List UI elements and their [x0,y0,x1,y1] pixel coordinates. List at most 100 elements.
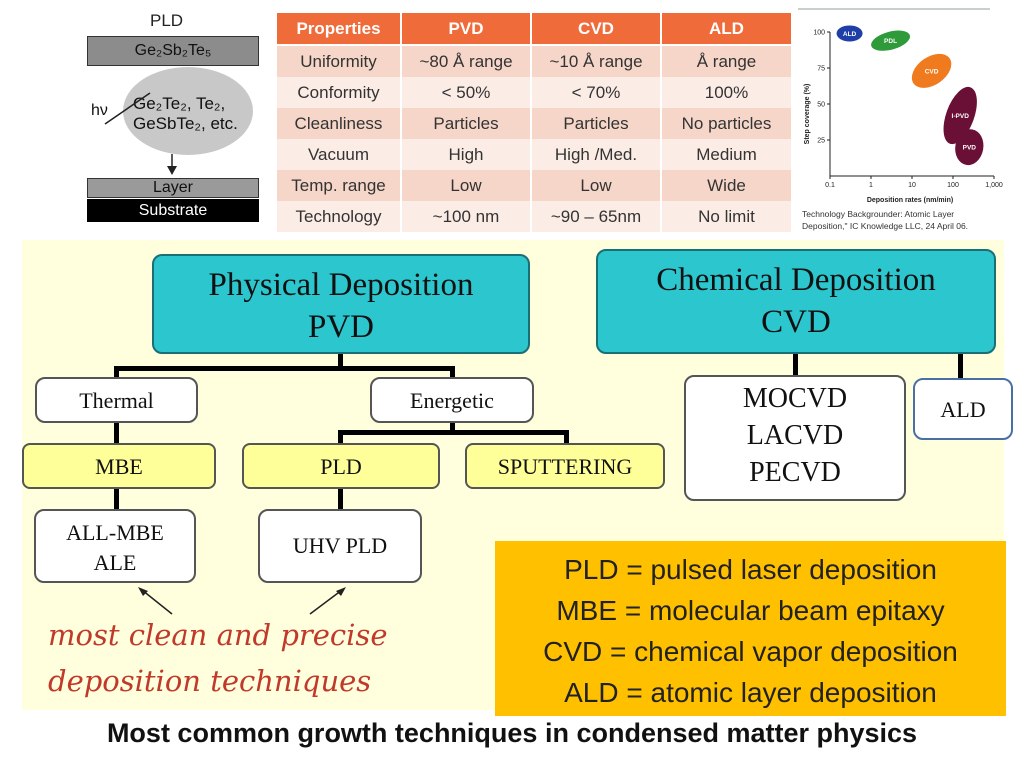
ald-box: ALD [913,378,1013,440]
connector-line [114,489,119,510]
table-cell: Uniformity [275,45,402,77]
table-cell: < 70% [530,77,662,108]
laser-beam-line [104,92,151,125]
chart-region-label: PDL [884,38,897,45]
connector-line [564,430,569,444]
all-mbe-label: ALL-MBE [66,520,164,545]
pld-hv-label: hν [91,102,108,119]
pecvd-label: PECVD [749,457,841,488]
table-cell: Conformity [275,77,402,108]
connector-line [338,354,343,368]
physical-deposition-box: Physical Deposition PVD [152,254,530,354]
chart-region-label: PVD [963,145,977,152]
chart-x-tick-label: 10 [908,182,916,189]
table-row: Vacuum High High /Med. Medium [275,139,793,170]
slide-caption: Most common growth techniques in condens… [106,718,918,748]
cvd-subtitle: CVD [761,304,831,340]
table-cell: Temp. range [275,170,402,201]
mocvd-label: MOCVD [742,383,848,414]
table-header: PVD [400,13,532,46]
connector-line [338,430,343,444]
connector-line [793,354,798,376]
pld-plume-ellipse [123,67,253,155]
table-cell: Technology [275,201,402,232]
chart-caption-line2: Deposition," IC Knowledge LLC, 24 April … [802,221,969,231]
table-cell: Å range [660,45,793,77]
cvd-methods-box: MOCVD LACVD PECVD [684,375,906,501]
table-cell: ~10 Å range [530,45,662,77]
table-cell: Low [400,170,532,201]
pld-substrate-bar: Substrate [87,199,259,222]
chart-y-tick-label: 75 [817,66,825,73]
arrow-to-all-mbe-icon [138,587,148,596]
chart-x-tick-label: 1,000 [985,182,1003,189]
table-row: Cleanliness Particles Particles No parti… [275,108,793,139]
note-line2: deposition techniques [48,664,372,698]
connector-line [114,423,119,444]
properties-table: Properties PVD CVD ALD Uniformity ~80 Å … [275,13,793,232]
chart-region-pdl [871,30,911,51]
thermal-box: Thermal [35,377,198,423]
chart-x-axis-label: Deposition rates (nm/min) [867,197,953,204]
arrow-to-all-mbe-shaft [141,589,173,615]
connector-line [450,423,455,432]
table-cell: Medium [660,139,793,170]
chart-source-caption: Technology Backgrounder: Atomic Layer De… [802,208,1022,232]
table-cell: Cleanliness [275,108,402,139]
table-row: Technology ~100 nm ~90 – 65nm No limit [275,201,793,232]
table-cell: ~80 Å range [400,45,532,77]
pvd-title: Physical Deposition [208,267,474,303]
table-row: Uniformity ~80 Å range ~10 Å range Å ran… [275,45,793,77]
table-cell: High /Med. [530,139,662,170]
legend-pld: PLD = pulsed laser deposition [564,554,937,585]
table-row: Temp. range Low Low Wide [275,170,793,201]
connector-line [338,489,343,510]
connector-line [958,354,963,379]
table-cell: No particles [660,108,793,139]
connector-line [450,366,455,378]
chart-x-tick-label: 100 [947,182,959,189]
uhv-pld-box: UHV PLD [258,509,422,583]
legend-cvd: CVD = chemical vapor deposition [543,636,958,667]
all-mbe-box: ALL-MBE ALE [34,509,196,583]
pld-box: PLD [242,443,440,489]
chart-region-label: ALD [843,31,857,38]
legend-ald: ALD = atomic layer deposition [564,677,937,708]
table-cell: ~100 nm [400,201,532,232]
table-cell: < 50% [400,77,532,108]
chart-x-tick-label: 0.1 [825,182,835,189]
pld-plume-text: Ge₂Te₂, Te₂, GeSbTe₂, etc. [133,94,238,134]
connector-line [338,430,568,435]
lacvd-label: LACVD [746,420,844,451]
mbe-box: MBE [22,443,216,489]
pld-plume-line2: GeSbTe₂, etc. [133,114,238,133]
chart-region-pvd [955,129,984,166]
table-cell: ~90 – 65nm [530,201,662,232]
cvd-title: Chemical Deposition [656,262,936,298]
table-header: ALD [660,13,793,46]
note-line1: most clean and precise [48,618,388,652]
clean-techniques-note: most clean and precise deposition techni… [48,612,387,704]
legend-mbe: MBE = molecular beam epitaxy [556,595,945,626]
chart-y-tick-label: 100 [813,30,825,37]
arrow-to-uhv-pld-icon [336,587,346,596]
sputtering-box: SPUTTERING [465,443,665,489]
chart-region-cvd [911,53,952,88]
chart-region-label: I-PVD [952,113,970,120]
chart-y-axis-label: Step coverage (%) [804,84,811,145]
chart-region-ald [836,25,863,42]
energetic-box: Energetic [370,377,534,423]
table-header-row: Properties PVD CVD ALD [275,13,793,46]
pld-title: PLD [150,11,184,30]
table-cell: No limit [660,201,793,232]
pld-plume-line1: Ge₂Te₂, Te₂, [133,94,226,113]
table-cell: Wide [660,170,793,201]
chart-x-tick-label: 1 [869,182,873,189]
abbreviation-legend-box: PLD = pulsed laser deposition MBE = mole… [495,541,1006,716]
table-cell: 100% [660,77,793,108]
pvd-subtitle: PVD [307,309,375,345]
connector-line [114,366,119,378]
